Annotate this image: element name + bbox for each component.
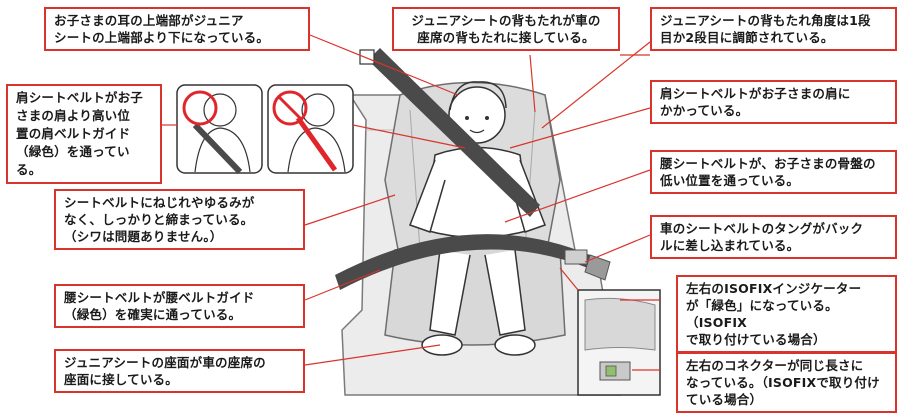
callout-connector-length: 左右のコネクターが同じ長さに なっている。（ISOFIXで取り付け ている場合） (676, 352, 897, 413)
callout-isofix-indicator: 左右のISOFIXインジケーター が「緑色」になっている。（ISOFIX で取り… (676, 275, 897, 353)
callout-tongue-in-buckle: 車のシートベルトのタングがバック ルに差し込まれている。 (650, 215, 897, 259)
isofix-indicator-icon (605, 365, 617, 377)
callout-ear-position: お子さまの耳の上端部がジュニア シートの上端部より下になっている。 (44, 7, 310, 51)
prohibited-icon (272, 90, 308, 126)
ok-example-panel (176, 84, 263, 175)
callout-shoulder-belt-guide: 肩シートベルトがお子 さまの肩より高い位 置の肩ベルトガイド （緑色）を通ってい… (6, 84, 162, 184)
callout-shoulder-belt-on-shoulder: 肩シートベルトがお子さまの肩に かかっている。 (650, 80, 897, 124)
seat-belt (335, 48, 611, 290)
ok-circle-icon (182, 90, 218, 126)
callout-lap-belt-low: 腰シートベルトが、お子さまの骨盤の 低い位置を通っている。 (650, 150, 897, 194)
leader-lines (162, 34, 660, 371)
callout-lap-belt-guide: 腰シートベルトが腰ベルトガイド （緑色）を確実に通っている。 (54, 284, 305, 328)
callout-seat-surface-contact: ジュニアシートの座面が車の座席の 座面に接している。 (54, 349, 305, 393)
belt-anchor (359, 49, 375, 65)
callout-belt-no-twist: シートベルトにねじれやゆるみが なく、しっかりと締まっている。 （シワは問題あり… (54, 189, 305, 250)
callout-backrest-angle: ジュニアシートの背もたれ角度は1段 目か2段目に調節されている。 (650, 7, 897, 51)
callout-backrest-contact: ジュニアシートの背もたれが車の 座席の背もたれに接している。 (392, 7, 620, 51)
ng-example-panel (267, 84, 354, 174)
isofix-detail-panel (577, 289, 661, 396)
